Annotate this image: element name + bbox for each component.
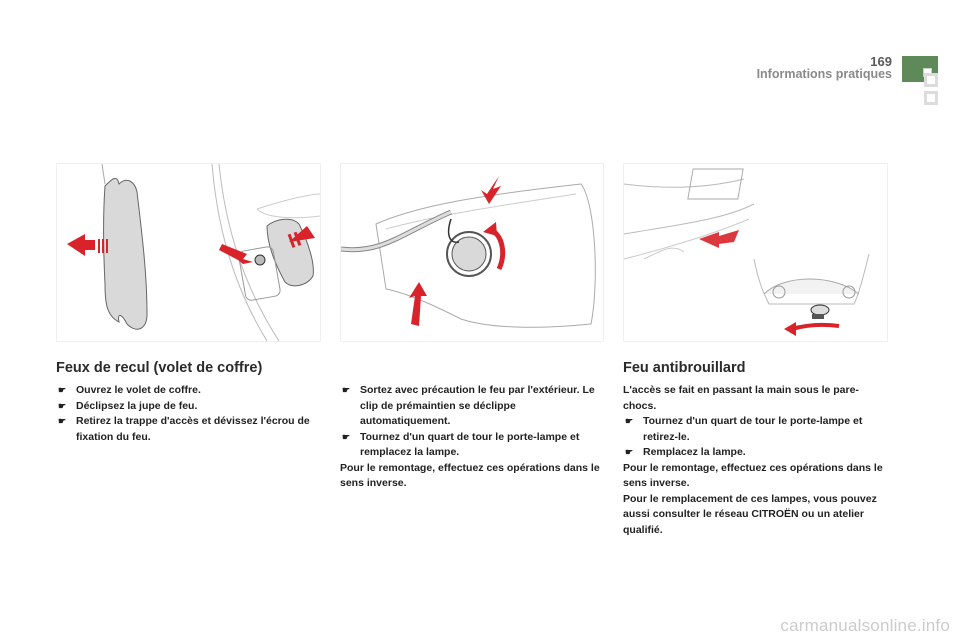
pointing-hand-icon: ☛ (58, 416, 67, 426)
tab-marker-icon (927, 94, 935, 102)
arrow-right-icon (219, 244, 253, 264)
section-title: Informations pratiques (756, 67, 892, 81)
dealer-note: Pour le remplacement de ces lampes, vous… (623, 492, 877, 536)
rotate-arrow-icon (791, 322, 840, 331)
fog-light-section: Feu antibrouillard L'accès se fait en pa… (623, 359, 888, 538)
tab-marker-icon (927, 76, 935, 84)
section-heading: Feux de recul (volet de coffre) (56, 360, 263, 376)
reversing-light-section: Feux de recul (volet de coffre) ☛Ouvrez … (56, 359, 318, 445)
section-tab[interactable] (924, 73, 938, 87)
pointing-hand-icon: ☛ (625, 447, 634, 457)
instruction-step: ☛Sortez avec précaution le feu par l'ext… (342, 384, 595, 427)
pointing-hand-icon: ☛ (342, 431, 351, 442)
fog-light-illustration (624, 168, 870, 336)
section-heading: Feu antibrouillard (623, 360, 746, 376)
pointing-hand-icon: ☛ (342, 385, 351, 395)
reassembly-note: Pour le remontage, effectuez ces opérati… (340, 461, 600, 490)
pointing-hand-icon: ☛ (58, 385, 67, 395)
pointing-hand-icon: ☛ (58, 400, 67, 411)
reassembly-note: Pour le remontage, effectuez ces opérati… (623, 461, 883, 490)
instruction-step: ☛Tournez d'un quart de tour le porte-lam… (342, 430, 580, 459)
section-tab[interactable] (924, 91, 938, 105)
lamp-removal-section: ☛Sortez avec précaution le feu par l'ext… (340, 383, 605, 492)
watermark: carmanualsonline.info (780, 616, 950, 635)
lamp-holder-removal-figure (340, 163, 604, 342)
arrow-up-icon (409, 282, 427, 326)
arrow-left-icon (67, 234, 95, 256)
instruction-step: ☛Remplacez la lampe. (623, 445, 888, 461)
instruction-step: ☛Ouvrez le volet de coffre. (56, 383, 318, 399)
pointing-hand-icon: ☛ (625, 416, 634, 426)
lamp-holder-illustration (341, 176, 596, 328)
instruction-step: ☛Tournez d'un quart de tour le porte-lam… (625, 415, 863, 443)
instruction-step: ☛Retirez la trappe d'accès et dévissez l… (58, 415, 310, 443)
trunk-flap-illustration (67, 164, 320, 341)
fog-light-figure (623, 163, 888, 342)
arrow-down-left-icon (481, 176, 501, 204)
instruction-step: ☛Déclipsez la jupe de feu. (56, 399, 318, 415)
access-note: L'accès se fait en passant la main sous … (623, 384, 859, 412)
page-number: 169 (870, 54, 892, 69)
arrow-left-icon (699, 230, 739, 248)
arrow-up-right-icon (289, 226, 315, 242)
reversing-light-trunk-flap-figure (56, 163, 321, 342)
